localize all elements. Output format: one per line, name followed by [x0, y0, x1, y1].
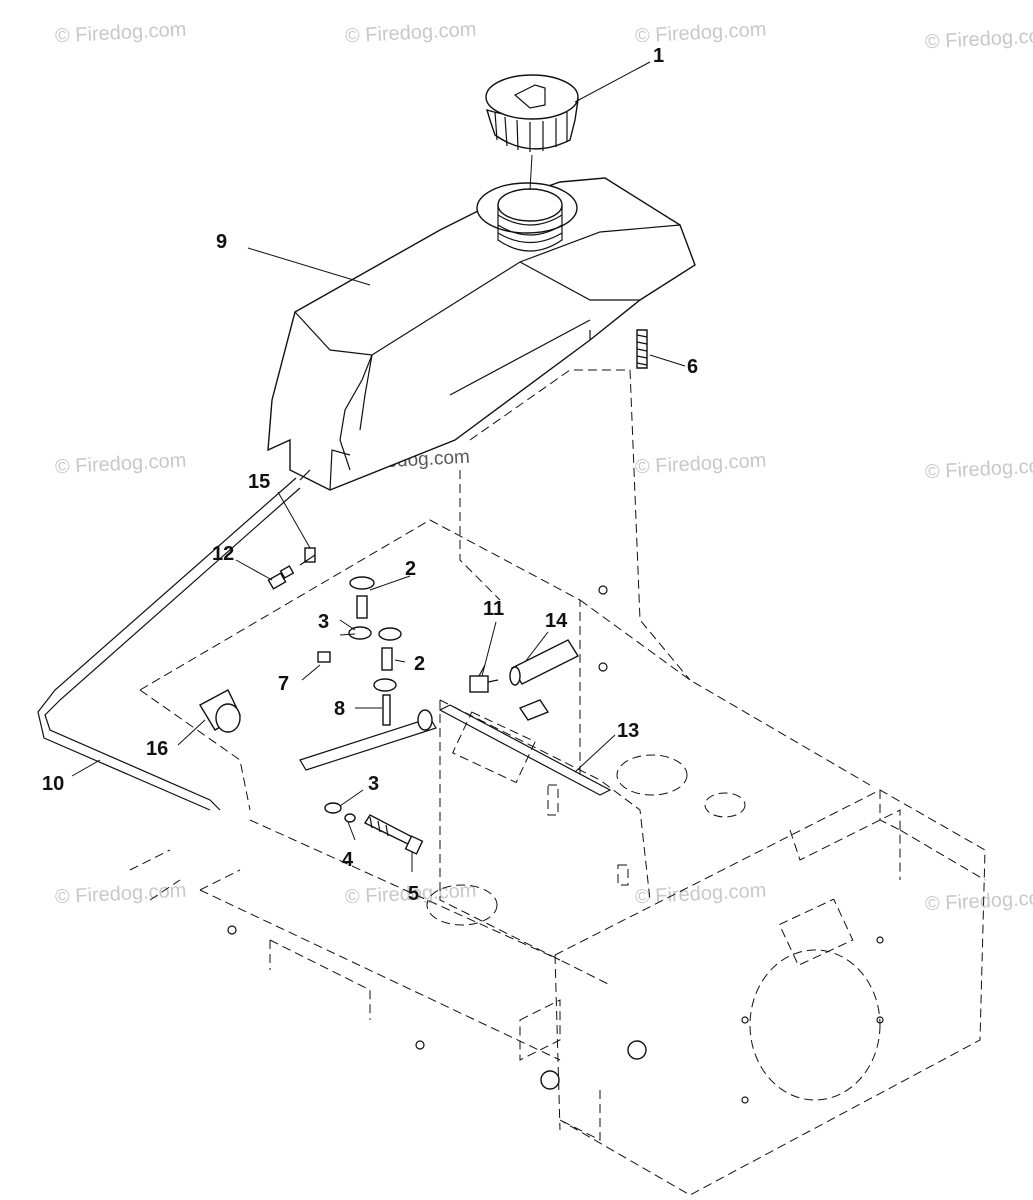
callout-5: 5 [408, 883, 419, 905]
stud [636, 329, 648, 369]
callout-12: 12 [212, 543, 234, 565]
fuel-tank [267, 177, 696, 491]
frame-holes [227, 585, 884, 1104]
rod [438, 699, 612, 796]
callout-labels: 1 9 6 15 12 2 3 2 11 14 7 8 13 16 10 3 4… [42, 45, 698, 905]
callout-4: 4 [342, 849, 354, 871]
callout-14: 14 [545, 610, 568, 632]
hose-clamp [267, 565, 295, 590]
callout-2-lower: 2 [414, 653, 425, 675]
callout-3-upper: 3 [318, 611, 329, 633]
callout-9: 9 [216, 231, 227, 253]
callout-16: 16 [146, 738, 168, 760]
callout-2-upper: 2 [405, 558, 416, 580]
elbow-fitting [299, 547, 316, 566]
callout-13: 13 [617, 720, 639, 742]
callout-15: 15 [248, 471, 270, 493]
callout-10: 10 [42, 773, 64, 795]
callout-8: 8 [334, 698, 345, 720]
callout-3-lower: 3 [368, 773, 379, 795]
cap-alignment-line [529, 154, 533, 191]
fuel-hose [509, 639, 580, 686]
callout-1: 1 [653, 45, 664, 67]
frame-dashed [129, 369, 986, 1196]
callout-11: 11 [483, 598, 504, 620]
leader-lines [71, 61, 686, 872]
fuel-filter [199, 689, 241, 733]
mounting-hardware [317, 576, 402, 726]
callout-7: 7 [278, 673, 289, 695]
callout-6: 6 [687, 356, 698, 378]
fuel-valve [469, 664, 499, 693]
fuel-line [37, 469, 311, 811]
bolt-assembly [299, 709, 437, 855]
fuel-cap [485, 74, 579, 152]
